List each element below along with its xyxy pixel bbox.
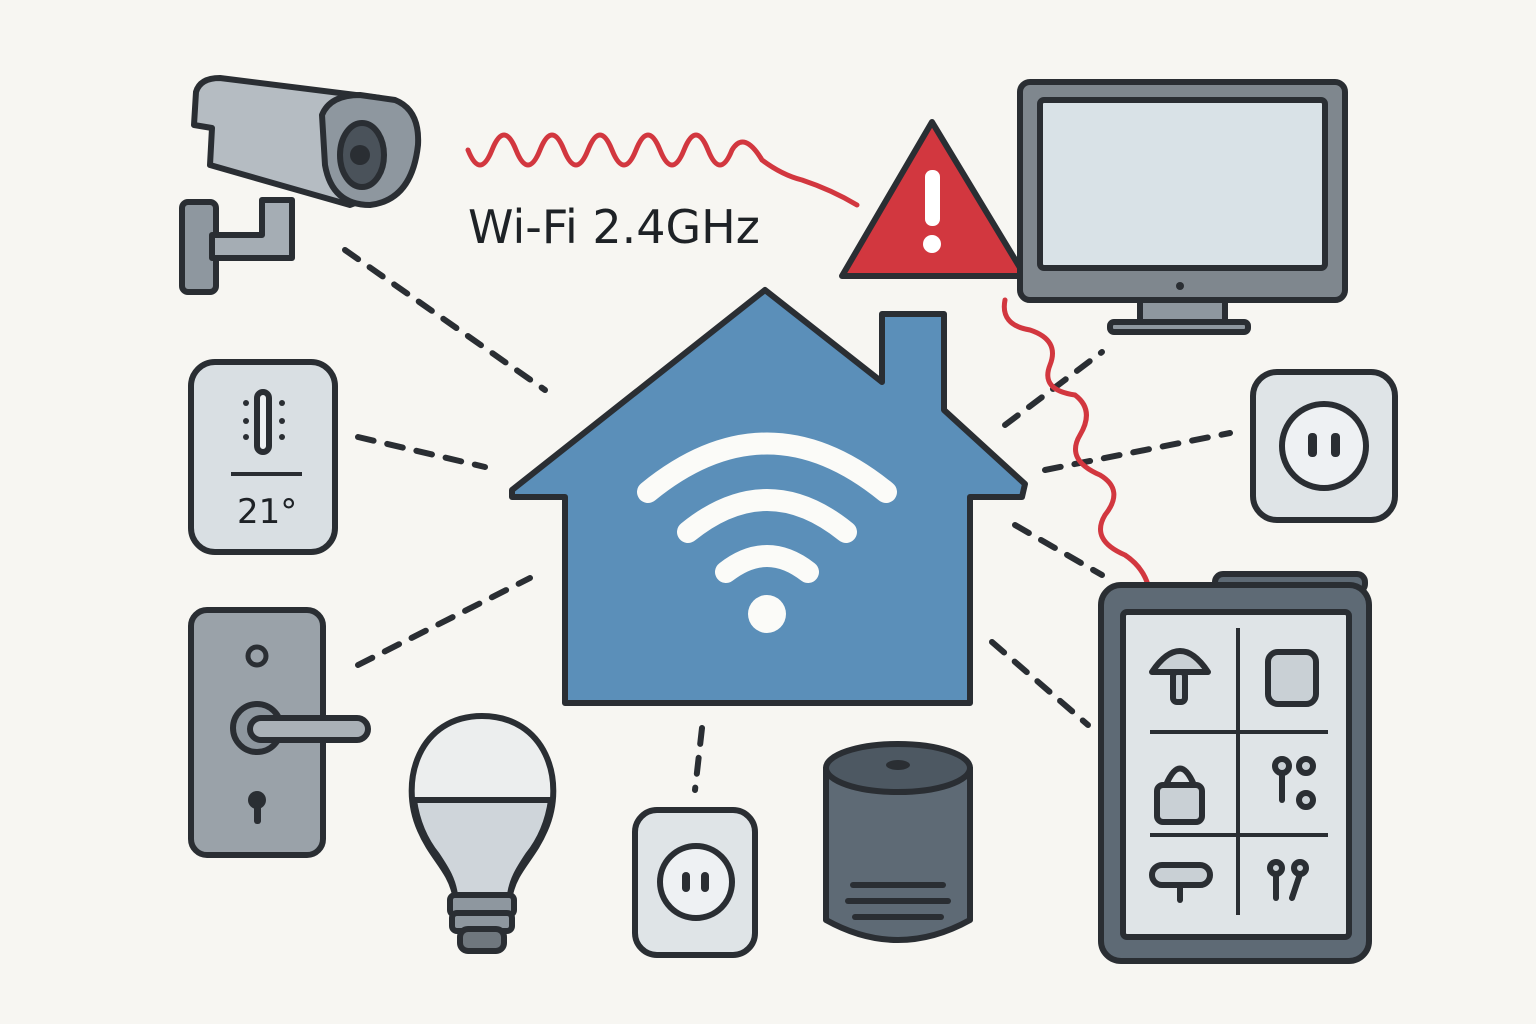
network-label: Wi-Fi 2.4GHz (468, 200, 760, 254)
smart-plug-icon (1250, 369, 1398, 523)
thermostat-icon: 21° (188, 359, 338, 555)
tablet-icon (1098, 571, 1372, 964)
connection-plug-bottom (692, 725, 705, 793)
connection-plug-right (1042, 430, 1233, 473)
temperature-readout: 21° (237, 492, 297, 532)
connection-tablet-1 (1012, 522, 1105, 578)
connection-lock (355, 575, 533, 668)
connection-tablet-2 (989, 639, 1091, 728)
house-wifi-hub (509, 287, 1028, 706)
interference-wave-top (465, 132, 860, 208)
warning-icon (839, 119, 1028, 279)
connection-thermostat (355, 434, 488, 470)
security-camera-icon (179, 75, 422, 295)
tv-icon (1017, 79, 1348, 335)
door-lock-icon (188, 607, 371, 858)
tablet-app-icons (1149, 648, 1319, 903)
light-bulb-icon (408, 713, 557, 954)
smart-speaker-icon (823, 741, 973, 943)
smart-plug-icon-bottom (632, 807, 758, 958)
wifi-icon (637, 432, 897, 583)
connection-camera (342, 247, 548, 393)
